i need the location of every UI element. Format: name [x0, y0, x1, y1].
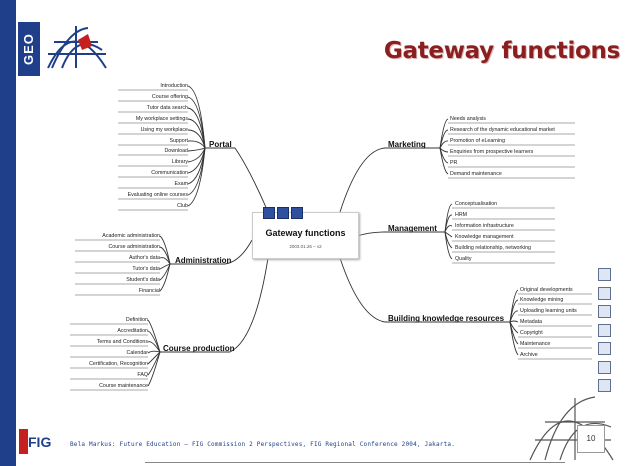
slide-footer: Bela Markus: Future Education – FIG Comm…	[70, 441, 456, 448]
leaf-item: Building relationship, networking	[455, 245, 531, 251]
leaf-item: Using my workplace	[140, 127, 188, 133]
center-square-icon	[291, 207, 303, 219]
leaf-item: Research of the dynamic educational mark…	[450, 127, 555, 133]
leaf-item: HRM	[455, 212, 468, 218]
leaf-item: FAQ	[137, 372, 148, 378]
doc-icon	[598, 305, 611, 318]
leaf-item: Copyright	[520, 330, 543, 336]
side-icon-column	[598, 268, 612, 398]
leaf-item: Author's data	[128, 255, 160, 261]
leaf-item: Tutor data search	[146, 105, 188, 111]
center-square-icon	[263, 207, 275, 219]
leaf-item: Support	[169, 138, 188, 144]
leaf-item: Quality	[455, 256, 472, 262]
leaf-item: Calendar	[126, 350, 149, 356]
leaf-item: Introduction	[160, 83, 188, 89]
leaf-item: Maintenance	[520, 341, 551, 347]
leaf-item: Definition	[125, 317, 148, 323]
leaf-item: Conceptualisation	[455, 201, 498, 207]
center-square-icon	[277, 207, 289, 219]
leaf-item: Original developments	[520, 287, 573, 293]
leaf-item: Archive	[520, 352, 538, 358]
leaf-item: Enquiries from prospective learners	[450, 149, 534, 155]
leaf-item: Course administration	[108, 244, 160, 250]
doc-icon	[598, 379, 611, 392]
leaf-item: Metadata	[520, 319, 543, 325]
doc-icon	[598, 286, 611, 300]
leaf-item: Evaluating online courses	[127, 192, 188, 198]
branch-course-production: Course production	[163, 344, 235, 353]
leaf-item: Promotion of eLearning	[450, 138, 506, 144]
doc-icon	[598, 268, 611, 281]
mindmap-center-node: Gateway functions 2003.01.26 – v2	[252, 207, 359, 259]
geo-globe-logo	[47, 26, 107, 69]
doc-icon	[598, 360, 611, 374]
leaf-item: Accreditation	[117, 328, 148, 334]
leaf-item: Student's data	[126, 277, 160, 283]
leaf-item: Needs analysis	[450, 116, 486, 122]
leaf-item: Download	[164, 148, 188, 154]
slide-title: Gateway functions	[383, 38, 620, 64]
footer-divider	[145, 462, 565, 463]
leaf-item: Demand maintenance	[450, 171, 502, 177]
leaf-item: My workplace settings	[135, 116, 188, 122]
left-accent-bar	[0, 0, 16, 466]
leaf-item: Tutor's data	[132, 266, 160, 272]
leaf-item: Exam	[174, 181, 188, 187]
leaf-item: Uploading learning units	[520, 308, 577, 314]
leaf-item: Academic administration	[102, 233, 160, 239]
doc-icon	[598, 323, 611, 337]
leaf-item: PR	[450, 160, 458, 166]
center-subtitle: 2003.01.26 – v2	[289, 244, 322, 249]
fig-logo-text: FIG	[28, 434, 52, 450]
leaf-item: Club	[177, 203, 188, 209]
leaf-item: Course offering	[151, 94, 188, 100]
leaf-item: Course maintenance	[99, 383, 148, 389]
leaf-item: Knowledge mining	[520, 297, 564, 303]
branch-building-knowledge-resources: Building knowledge resources	[388, 314, 505, 323]
leaf-item: Financial	[138, 288, 160, 294]
branch-administration: Administration	[175, 256, 232, 265]
branch-management: Management	[388, 224, 437, 233]
leaf-item: Library	[171, 159, 188, 165]
leaf-item: Information infrastructure	[455, 223, 514, 229]
page-number: 10	[577, 425, 605, 453]
leaf-item: Terms and Conditions	[96, 339, 148, 345]
doc-icon	[598, 342, 611, 355]
leaf-item: Certification, Recognition	[89, 361, 148, 367]
leaf-item: Knowledge management	[455, 234, 514, 240]
branch-portal: Portal	[209, 140, 232, 149]
center-title: Gateway functions	[265, 228, 346, 238]
leaf-item: Communication	[151, 170, 188, 176]
branch-marketing: Marketing	[388, 140, 426, 149]
fig-logo-mark	[19, 429, 28, 454]
